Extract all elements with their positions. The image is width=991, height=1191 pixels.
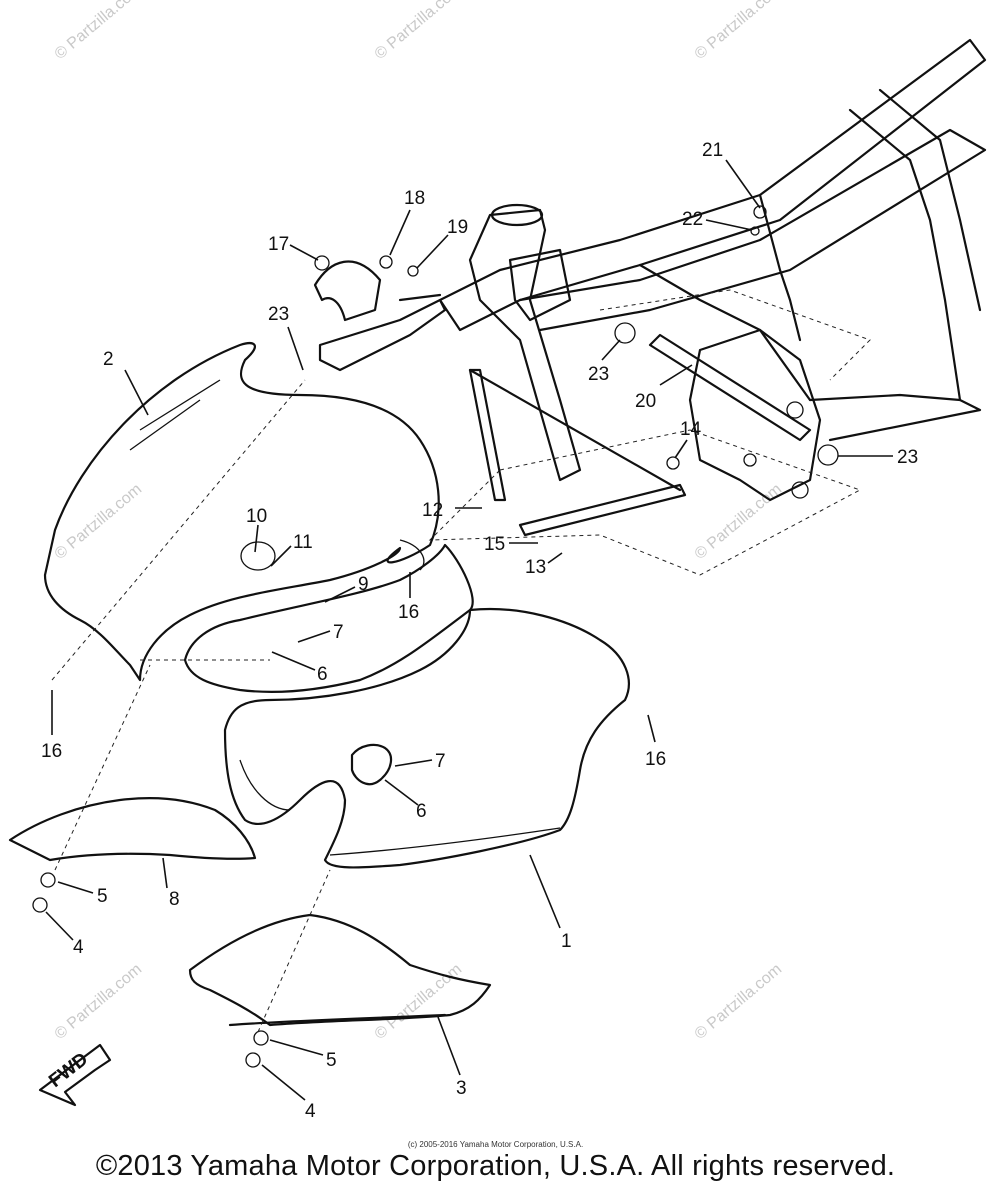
callout-12: 12 <box>422 500 443 521</box>
mount-bar <box>614 205 839 470</box>
callout-14: 14 <box>680 419 702 440</box>
callout-4: 4 <box>305 1101 316 1122</box>
callout-7: 7 <box>435 751 446 772</box>
callout-16: 16 <box>645 749 666 770</box>
upper-fairing <box>43 342 474 694</box>
callout-1: 1 <box>561 931 572 952</box>
callout-16: 16 <box>398 602 419 623</box>
callout-7: 7 <box>333 622 344 643</box>
watermark-layer: © Partzilla.com © Partzilla.com © Partzi… <box>52 0 786 1043</box>
callout-layer: 2 23 17 18 19 21 22 23 20 23 14 12 10 11… <box>41 140 918 1122</box>
watermark: © Partzilla.com <box>52 961 146 1043</box>
fairing-stay <box>313 255 447 372</box>
under-cowl <box>188 913 492 1068</box>
callout-5: 5 <box>326 1050 337 1071</box>
watermark: © Partzilla.com <box>372 0 466 63</box>
callout-6: 6 <box>416 801 427 822</box>
callout-21: 21 <box>702 140 723 161</box>
watermark: © Partzilla.com <box>692 0 786 63</box>
watermark: © Partzilla.com <box>52 481 146 563</box>
watermark: © Partzilla.com <box>52 0 146 63</box>
callout-22: 22 <box>682 209 703 230</box>
callout-18: 18 <box>404 188 425 209</box>
callout-5: 5 <box>97 886 108 907</box>
callout-23: 23 <box>897 447 918 468</box>
fwd-arrow: FWD <box>38 1043 112 1107</box>
callout-13: 13 <box>525 557 546 578</box>
callout-2: 2 <box>103 349 114 370</box>
assembly-lines <box>51 379 331 1033</box>
watermark: © Partzilla.com <box>692 961 786 1043</box>
callout-15: 15 <box>484 534 505 555</box>
callout-20: 20 <box>635 391 656 412</box>
side-panel <box>8 796 257 913</box>
callout-10: 10 <box>246 506 267 527</box>
callout-3: 3 <box>456 1078 467 1099</box>
callout-4: 4 <box>73 937 84 958</box>
lower-fairing <box>223 607 630 869</box>
callout-23: 23 <box>588 364 609 385</box>
watermark: © Partzilla.com <box>692 481 786 563</box>
callout-23: 23 <box>268 304 289 325</box>
callout-8: 8 <box>169 889 180 910</box>
callout-17: 17 <box>268 234 289 255</box>
callout-16: 16 <box>41 741 62 762</box>
small-copyright: (c) 2005-2016 Yamaha Motor Corporation, … <box>407 1140 584 1149</box>
callout-9: 9 <box>358 574 369 595</box>
copyright-notice: ©2013 Yamaha Motor Corporation, U.S.A. A… <box>95 1150 896 1182</box>
callout-11: 11 <box>293 532 313 553</box>
frame <box>428 38 987 576</box>
watermark: © Partzilla.com <box>372 961 466 1043</box>
callout-19: 19 <box>447 217 468 238</box>
stay-rods <box>468 368 687 537</box>
callout-6: 6 <box>317 664 328 685</box>
